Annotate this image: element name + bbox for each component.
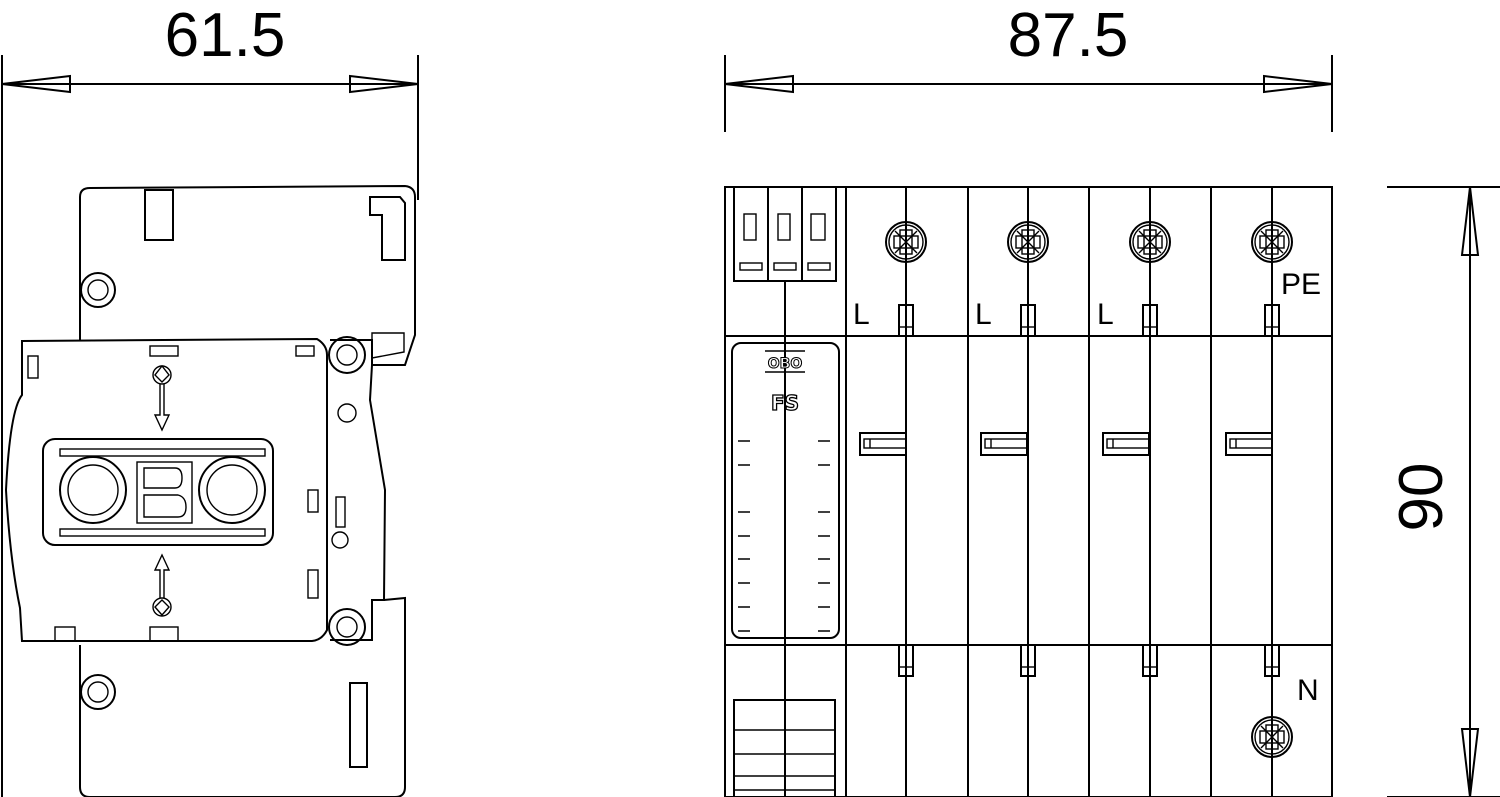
arrow-down-icon (152, 364, 172, 432)
front-view: 87.5 L L L PE N (724, 1, 1500, 797)
dimension-label-61-5: 61.5 (165, 1, 286, 70)
terminal-label-l1: L (853, 298, 870, 331)
terminal-label-n: N (1297, 674, 1319, 707)
rating-plate (733, 699, 836, 797)
module-logo-text: OBO (768, 356, 803, 372)
indicator-modules (733, 186, 837, 797)
width-dimension-side: 61.5 (1, 1, 419, 797)
terminal-label-l3: L (1097, 298, 1114, 331)
module-label-fs: FS (771, 391, 799, 415)
terminal-label-pe: PE (1281, 268, 1321, 301)
obo-logo (42, 438, 274, 546)
side-view: 61.5 (1, 1, 419, 797)
top-housing (79, 184, 416, 366)
height-dimension: 90 (1387, 186, 1500, 797)
bottom-housing (79, 596, 406, 797)
dimension-label-90: 90 (1387, 463, 1456, 532)
terminal-label-l2: L (975, 298, 992, 331)
din-rail-clip (328, 336, 387, 646)
fs-module: OBO FS (731, 342, 840, 639)
plug-module (4, 337, 349, 642)
width-dimension-front: 87.5 (724, 1, 1333, 132)
arrow-up-icon (152, 553, 172, 617)
dimension-label-87-5: 87.5 (1008, 1, 1129, 70)
